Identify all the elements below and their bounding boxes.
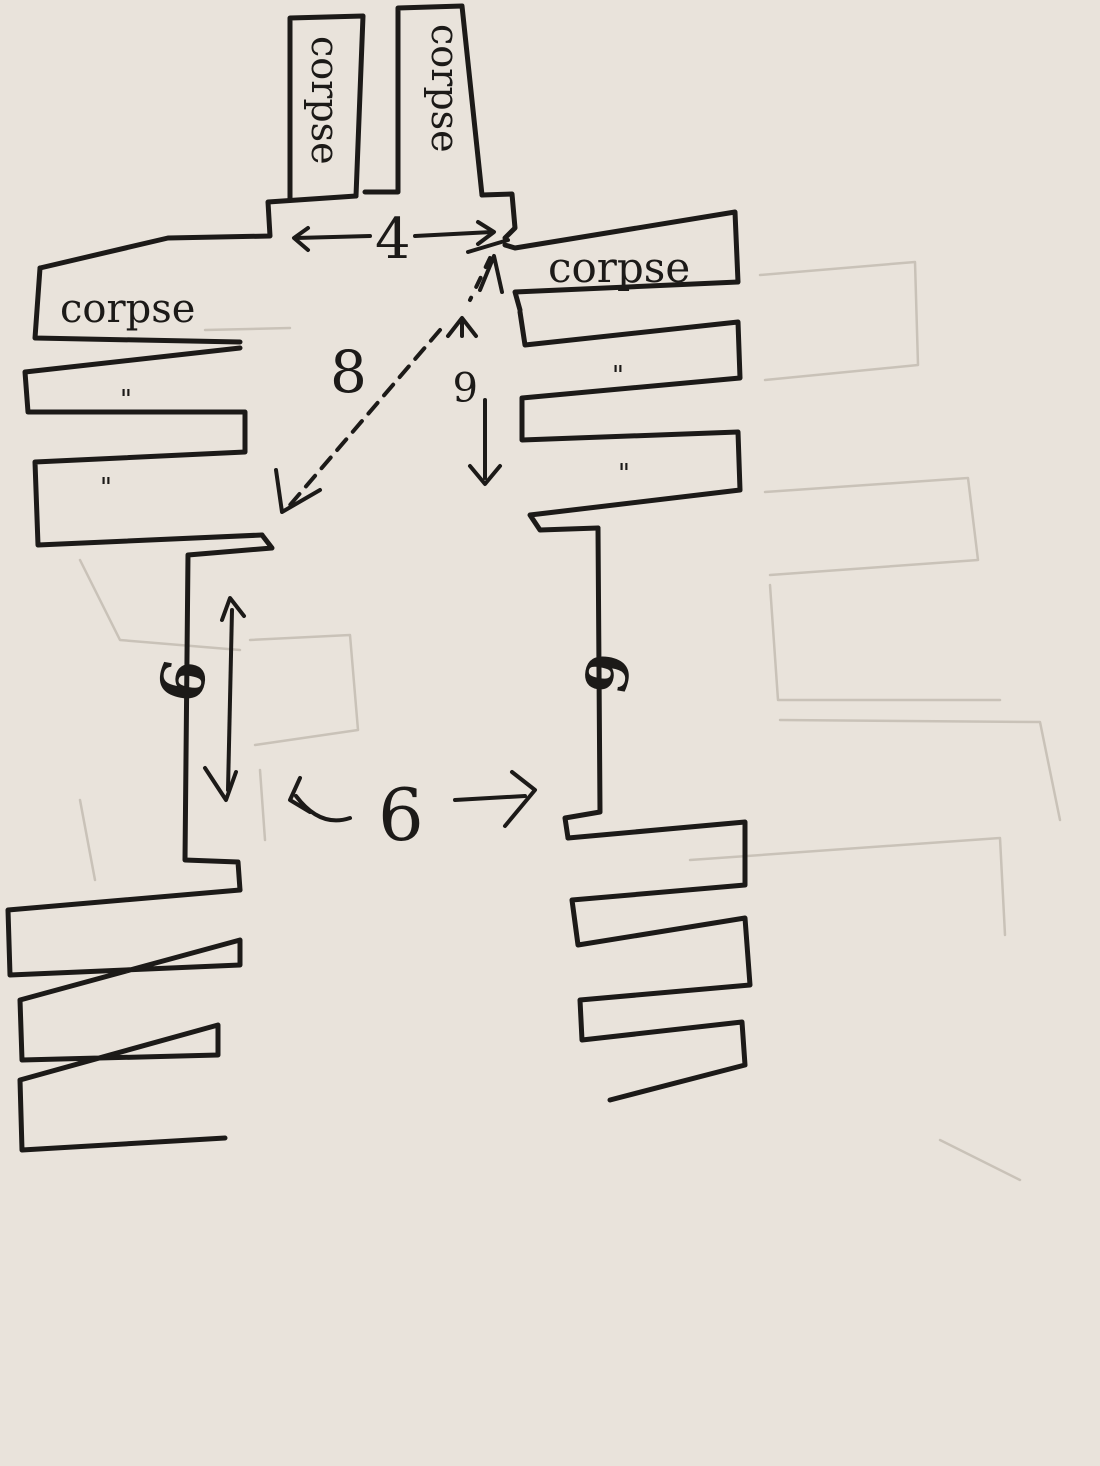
measure-chamber-left-label: 6 [146,654,222,707]
measure-chamber-right: 6 [569,648,643,700]
middle-chamber-walls [182,525,603,893]
alcove-upper-right: corpse [502,209,741,313]
alcove-upper-right-label: corpse [548,243,690,292]
measure-chamber-width: 6 [288,770,537,857]
alcove-right-ditto-2: " [618,459,630,489]
alcove-top-right-label: corpse [423,24,467,153]
alcove-top-left-label: corpse [303,36,347,165]
measure-top-width-label: 4 [375,207,411,272]
top-chamber-walls [37,191,518,271]
alcove-left-ditto-1: " [120,385,132,415]
alcoves-left-upper: " " [22,345,265,548]
alcove-top-left: corpse [287,13,366,203]
measure-upper-corridor: 6 [446,316,502,486]
alcove-left-ditto-2: " [100,473,112,503]
alcove-upper-left-label: corpse [60,286,195,332]
alcove-upper-left: corpse [32,265,243,345]
measure-chamber-left: 6 [146,596,246,802]
measure-chamber-right-label: 6 [569,648,643,700]
measure-upper-corridor-label: 6 [453,362,478,408]
alcoves-right-lower [565,819,753,1103]
alcove-right-ditto-1: " [612,361,624,391]
measure-top-width: 4 [292,207,510,272]
measure-diagonal-label: 8 [330,338,367,406]
measure-chamber-width-label: 6 [378,773,424,857]
alcoves-right-upper: " " [517,309,743,533]
alcove-top-right: corpse [362,3,485,198]
measure-diagonal: 8 [274,254,504,514]
ghost-bleed-through [78,260,1062,1182]
alcoves-left-lower [5,887,243,1153]
